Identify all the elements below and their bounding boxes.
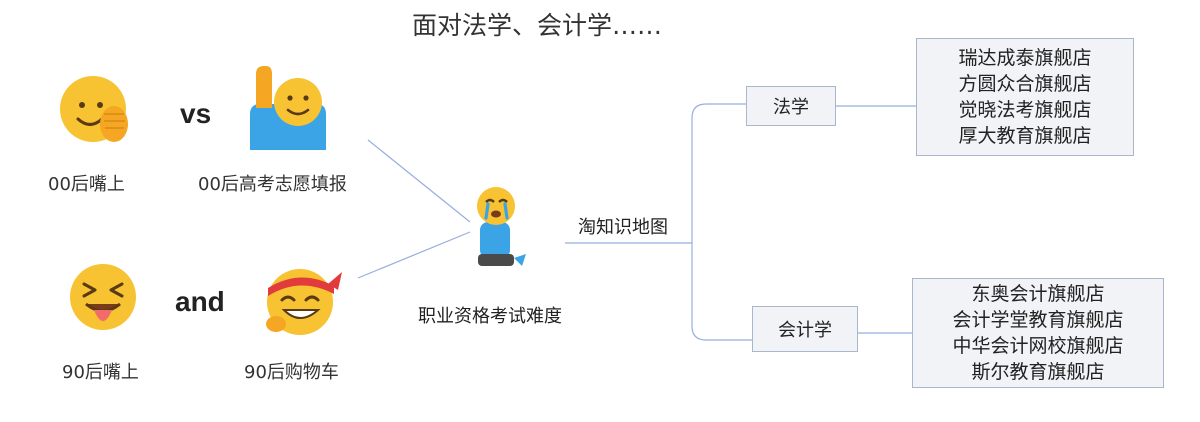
smiling-face-hand-on-cheek-icon — [60, 76, 128, 142]
connector-vs: vs — [180, 98, 212, 129]
caption-00-gaokao: 00后高考志愿填报 — [198, 174, 347, 195]
list-item: 中华会计网校旗舰店 — [952, 335, 1124, 357]
map-root-label: 淘知识地图 — [578, 217, 668, 238]
caption-90-mouth: 90后嘴上 — [62, 362, 139, 383]
tongue-out-squinting-face-icon — [70, 264, 136, 330]
list-item: 斯尔教育旗舰店 — [971, 361, 1105, 383]
accounting-store-list: 东奥会计旗舰店 会计学堂教育旗舰店 中华会计网校旗舰店 斯尔教育旗舰店 — [912, 278, 1164, 388]
list-item: 瑞达成泰旗舰店 — [958, 47, 1092, 69]
raising-hand-person-icon — [250, 66, 326, 150]
list-item: 方圆众合旗舰店 — [958, 73, 1092, 95]
list-item: 东奥会计旗舰店 — [971, 283, 1105, 305]
branch-law: 法学 — [746, 86, 836, 126]
exam-difficulty-caption: 职业资格考试难度 — [418, 306, 562, 327]
list-item: 厚大教育旗舰店 — [958, 125, 1092, 147]
crying-kneeling-person-icon — [477, 187, 526, 266]
diagram-title: 面对法学、会计学…… — [412, 11, 663, 40]
list-item: 会计学堂教育旗舰店 — [952, 309, 1124, 331]
list-item: 觉晓法考旗舰店 — [958, 99, 1092, 121]
branch-accounting-label: 会计学 — [778, 320, 832, 341]
connector-and: and — [175, 286, 225, 317]
branch-accounting: 会计学 — [752, 306, 858, 352]
headband-grinning-face-icon — [266, 269, 342, 335]
law-store-list: 瑞达成泰旗舰店 方圆众合旗舰店 觉晓法考旗舰店 厚大教育旗舰店 — [916, 38, 1134, 156]
caption-00-mouth: 00后嘴上 — [48, 174, 125, 195]
caption-90-cart: 90后购物车 — [244, 362, 339, 383]
branch-law-label: 法学 — [773, 97, 809, 118]
